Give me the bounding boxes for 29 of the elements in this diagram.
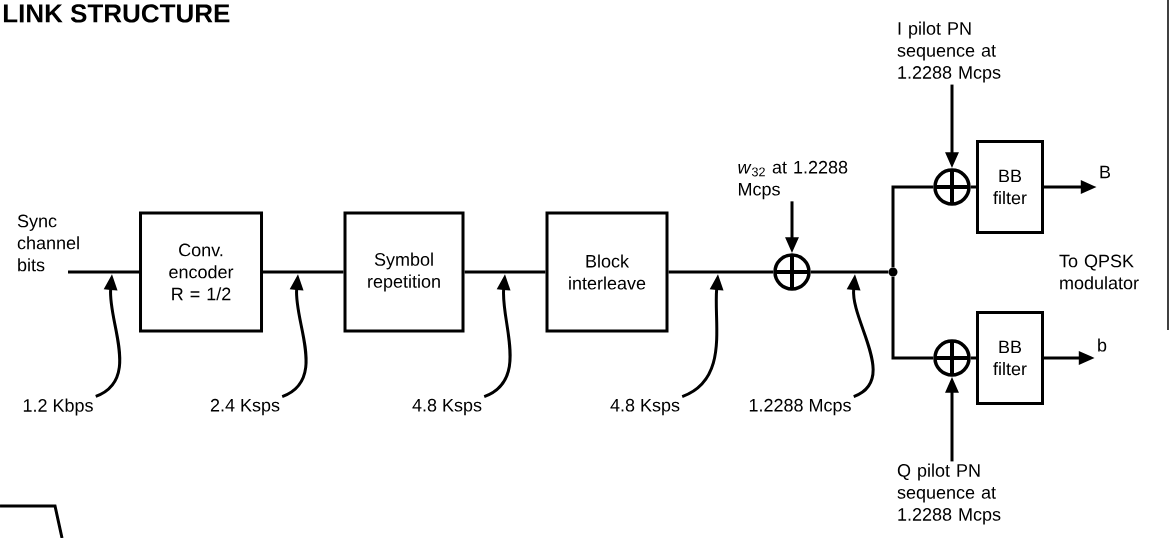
input-label: w$_{32}$ at 1.2288 Mcps [738, 160, 848, 200]
filter-box: BB filter [976, 140, 1044, 234]
connector-line [970, 185, 976, 189]
input-label: Sync channel bits [17, 214, 79, 272]
note-label: To QPSK modulator [1059, 254, 1139, 290]
connector-line [810, 270, 889, 274]
rate-label: 2.4 Ksps [210, 398, 280, 416]
input-label: Q pilot PN sequence at 1.2288 Mcps [897, 463, 1001, 525]
title: LINK STRUCTURE [3, 4, 230, 23]
process-box: Conv. encoder R = 1/2 [139, 211, 263, 333]
rate-label: 4.8 Ksps [610, 398, 680, 416]
process-box: Symbol repetition [343, 211, 465, 333]
filter-box: BB filter [976, 311, 1044, 405]
output-label: b [1098, 338, 1107, 352]
connector-line [970, 356, 976, 360]
connector-line [668, 270, 774, 274]
connector-line [891, 276, 934, 360]
input-label: I pilot PN sequence at 1.2288 Mcps [897, 21, 1001, 83]
rate-label: 4.8 Ksps [412, 398, 482, 416]
summing-junction [933, 339, 971, 377]
summing-junction [933, 168, 971, 206]
rate-label: 1.2 Kbps [23, 398, 93, 416]
process-box: Block interleave [545, 211, 669, 333]
summing-junction [773, 253, 811, 291]
connector-line [891, 185, 934, 268]
rate-label: 1.2288 Mcps [749, 398, 851, 416]
connector-line [263, 270, 344, 274]
output-label: B [1100, 165, 1111, 179]
connector-line [464, 270, 546, 274]
